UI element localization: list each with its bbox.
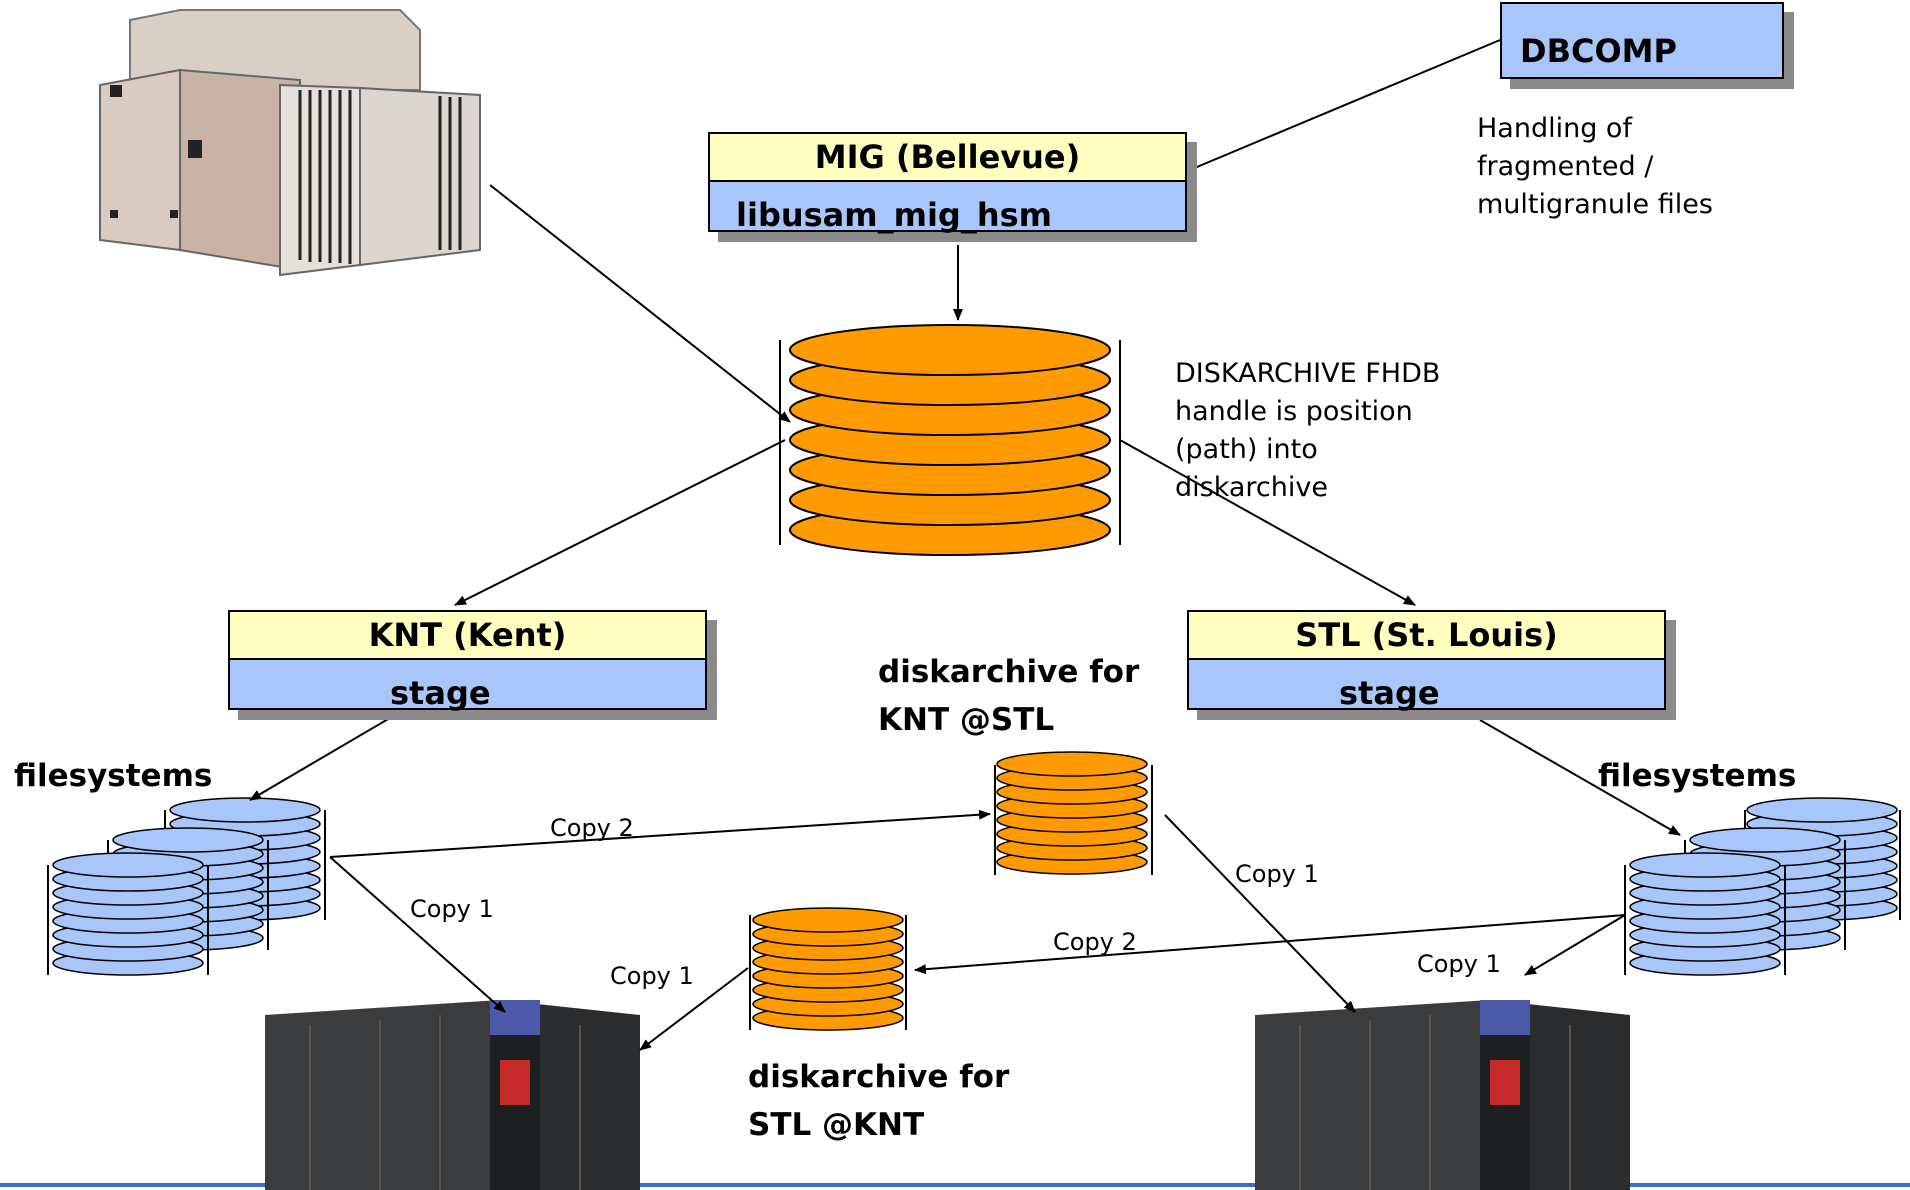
connector-arrows: [249, 39, 1681, 1051]
mainframe-icon: [99, 9, 481, 277]
edge-label-copy1-left: Copy 1: [410, 895, 494, 923]
bottom-accent-bar-right: [1630, 1183, 1910, 1187]
stl-subtitle-area: stage: [1189, 660, 1664, 712]
tape-library-left-icon: [265, 1000, 640, 1190]
diskarchive-note: DISKARCHIVE FHDB handle is position (pat…: [1175, 358, 1441, 503]
knt-subtitle-area: stage: [230, 660, 705, 712]
mig-title: MIG (Bellevue): [710, 134, 1185, 182]
filesystems-right-stacks: [1624, 797, 1901, 976]
diskarchive-knt-at-stl-label: diskarchive for KNT @STL: [878, 654, 1140, 738]
edge-label-copy1-mid-right: Copy 1: [1235, 860, 1319, 888]
mig-subtitle-area: libusam_mig_hsm: [710, 182, 1185, 234]
edge-label-copy2-bottom: Copy 2: [1053, 928, 1137, 956]
dbcomp-note: Handling of fragmented / multigranule fi…: [1477, 113, 1713, 220]
mig-bellevue-box: MIG (Bellevue) libusam_mig_hsm: [708, 132, 1187, 234]
knt-subtitle: stage: [390, 674, 491, 712]
knt-title: KNT (Kent): [230, 612, 705, 660]
edge-label-copy1-right: Copy 1: [1417, 950, 1501, 978]
edge-label-copy1-mid-left: Copy 1: [610, 962, 694, 990]
filesystems-left-label: filesystems: [14, 758, 213, 794]
diskarchive-stl-at-knt-label: diskarchive for STL @KNT: [748, 1059, 1010, 1143]
filesystems-right-label: filesystems: [1598, 758, 1797, 794]
stl-st-louis-box: STL (St. Louis) stage: [1187, 610, 1666, 712]
diskarchive-knt-at-stl-stack: [994, 751, 1153, 875]
stl-title: STL (St. Louis): [1189, 612, 1664, 660]
bottom-accent-bar-middle: [640, 1183, 1255, 1187]
knt-kent-box: KNT (Kent) stage: [228, 610, 707, 712]
diskarchive-stl-at-knt-stack: [749, 907, 907, 1031]
tape-library-right-icon: [1255, 1000, 1630, 1190]
dbcomp-label: DBCOMP: [1520, 32, 1677, 70]
edge-label-copy2-top: Copy 2: [550, 814, 634, 842]
bottom-accent-bar-left: [0, 1183, 265, 1187]
stl-subtitle: stage: [1339, 674, 1440, 712]
diskarchive-stack: [779, 324, 1121, 556]
filesystems-left-stacks: [47, 797, 326, 976]
dbcomp-box: DBCOMP: [1500, 2, 1784, 79]
mig-subtitle: libusam_mig_hsm: [736, 196, 1052, 234]
